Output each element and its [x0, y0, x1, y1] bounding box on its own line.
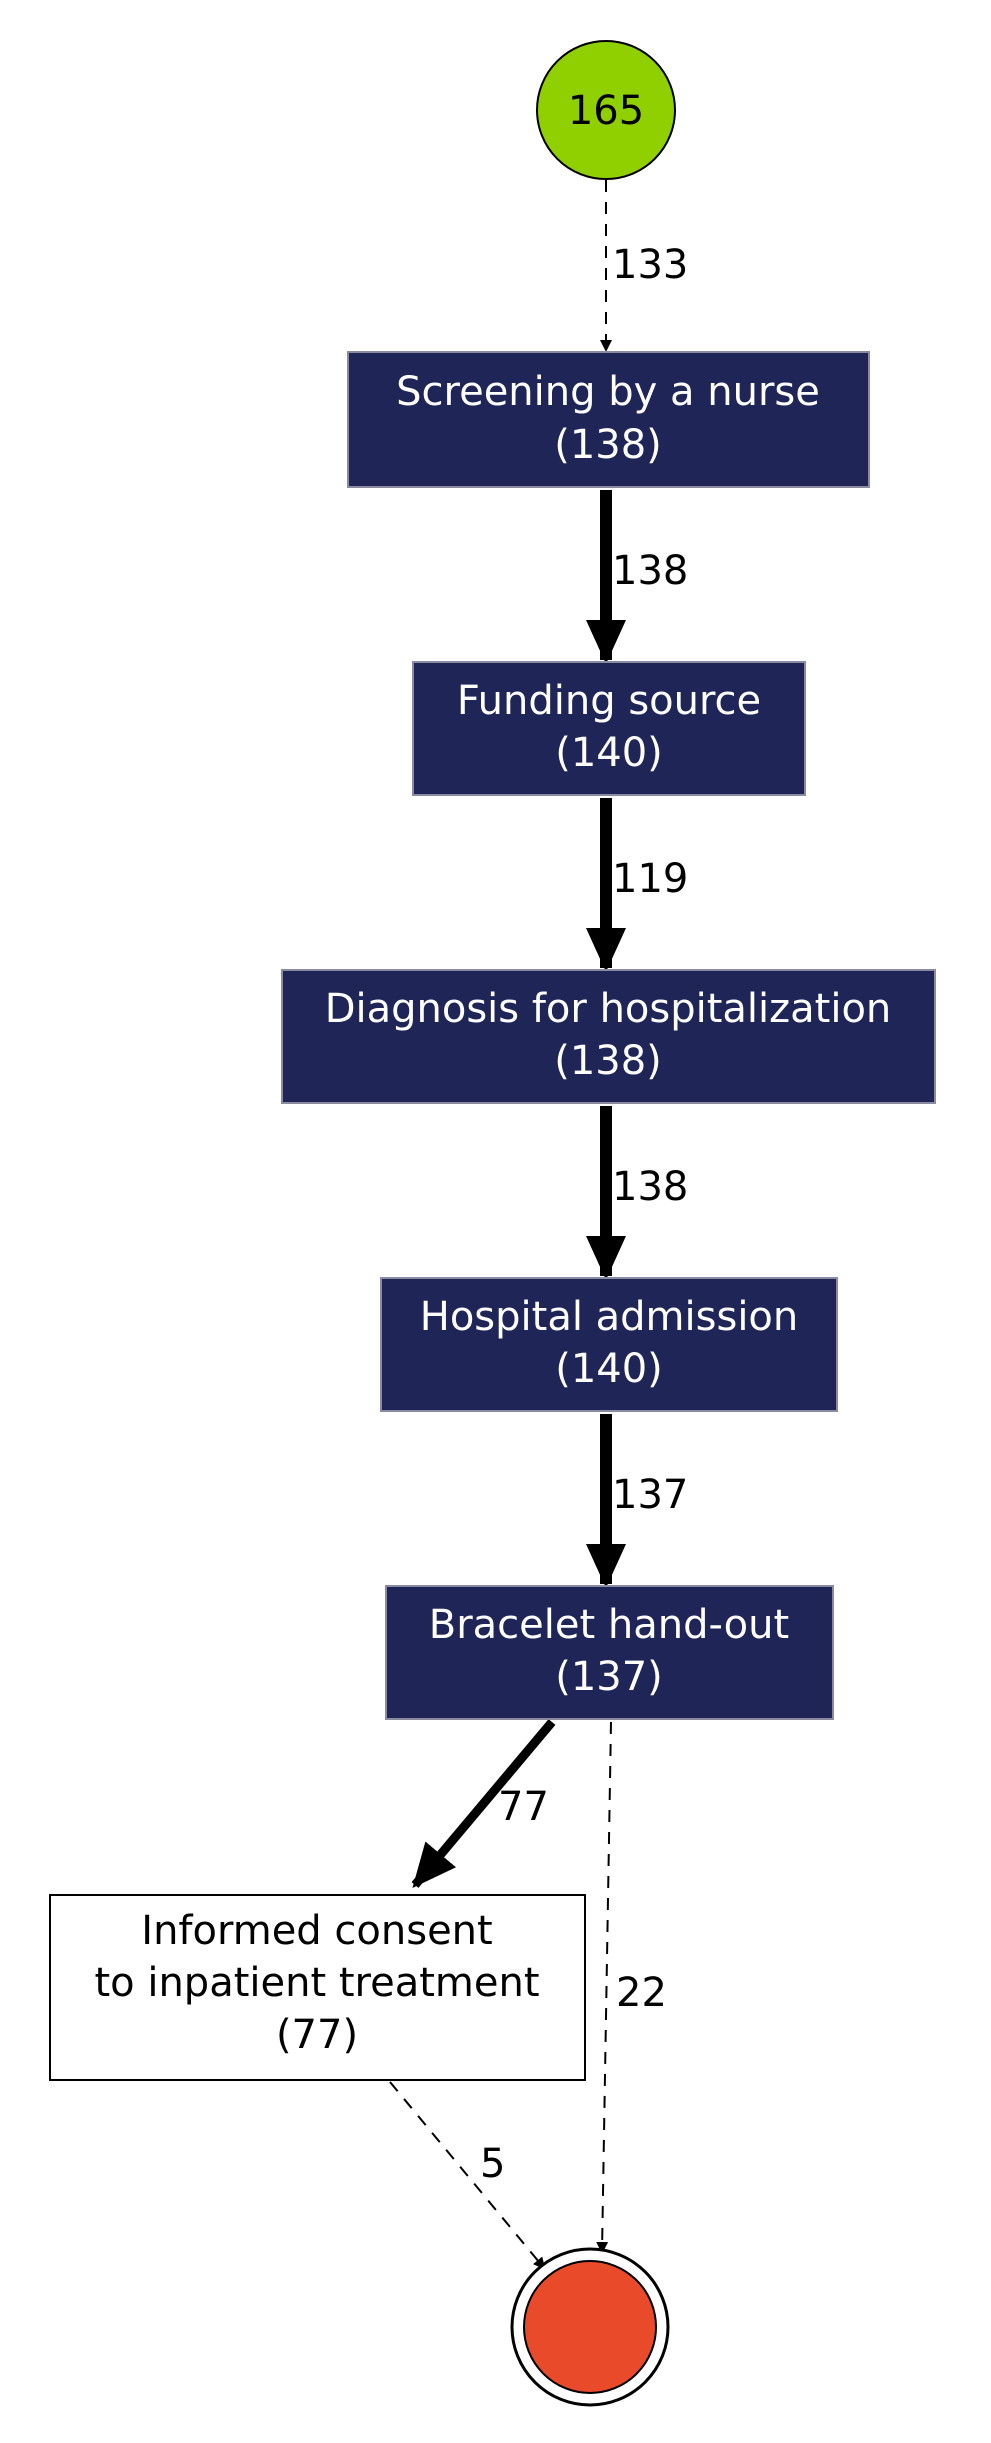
edge-label-start-screening: 133 — [612, 242, 688, 288]
edge-label-funding-diagnosis: 119 — [612, 856, 688, 902]
activity-name: Screening by a nurse — [396, 369, 820, 415]
edge-label-bracelet-consent: 77 — [498, 1784, 549, 1830]
edge-admission-bracelet: 137 — [586, 1414, 688, 1588]
activity-name: Diagnosis for hospitalization — [325, 986, 892, 1032]
edge-start-screening: 133 — [600, 180, 688, 352]
activity-frequency: (138) — [554, 422, 662, 468]
activity-frequency: (140) — [555, 1346, 663, 1392]
activity-node-consent[interactable]: Informed consent to inpatient treatment … — [49, 1894, 586, 2081]
activity-node-bracelet[interactable]: Bracelet hand-out (137) — [385, 1585, 834, 1720]
activity-name: Informed consent — [141, 1908, 492, 1954]
activity-name-cont: to inpatient treatment — [94, 1960, 539, 2006]
edge-label-bracelet-end: 22 — [616, 1970, 667, 2016]
activity-node-diagnosis[interactable]: Diagnosis for hospitalization (138) — [281, 969, 936, 1104]
activity-frequency: (138) — [554, 1038, 662, 1084]
activity-name: Hospital admission — [420, 1294, 799, 1340]
edge-bracelet-consent: 77 — [411, 1719, 556, 1889]
edge-label-consent-end: 5 — [480, 2141, 505, 2187]
edge-diagnosis-admission: 138 — [586, 1106, 688, 1280]
activity-name: Bracelet hand-out — [429, 1602, 789, 1648]
edge-bracelet-end: 22 — [596, 1721, 667, 2254]
edge-screening-funding: 138 — [586, 490, 688, 664]
end-node[interactable] — [510, 2247, 670, 2407]
start-node-count: 165 — [568, 88, 644, 134]
activity-frequency: (137) — [555, 1654, 663, 1700]
activity-node-admission[interactable]: Hospital admission (140) — [380, 1277, 838, 1412]
edge-label-screening-funding: 138 — [612, 548, 688, 594]
start-node[interactable]: 165 — [536, 40, 676, 180]
activity-node-funding[interactable]: Funding source (140) — [412, 661, 806, 796]
edge-label-admission-bracelet: 137 — [612, 1472, 688, 1518]
edge-funding-diagnosis: 119 — [586, 798, 688, 972]
edge-label-diagnosis-admission: 138 — [612, 1164, 688, 1210]
activity-frequency: (140) — [555, 730, 663, 776]
activity-node-screening[interactable]: Screening by a nurse (138) — [347, 351, 870, 488]
activity-name: Funding source — [457, 678, 761, 724]
activity-frequency: (77) — [276, 2012, 358, 2058]
edge-consent-end: 5 — [389, 2081, 546, 2270]
